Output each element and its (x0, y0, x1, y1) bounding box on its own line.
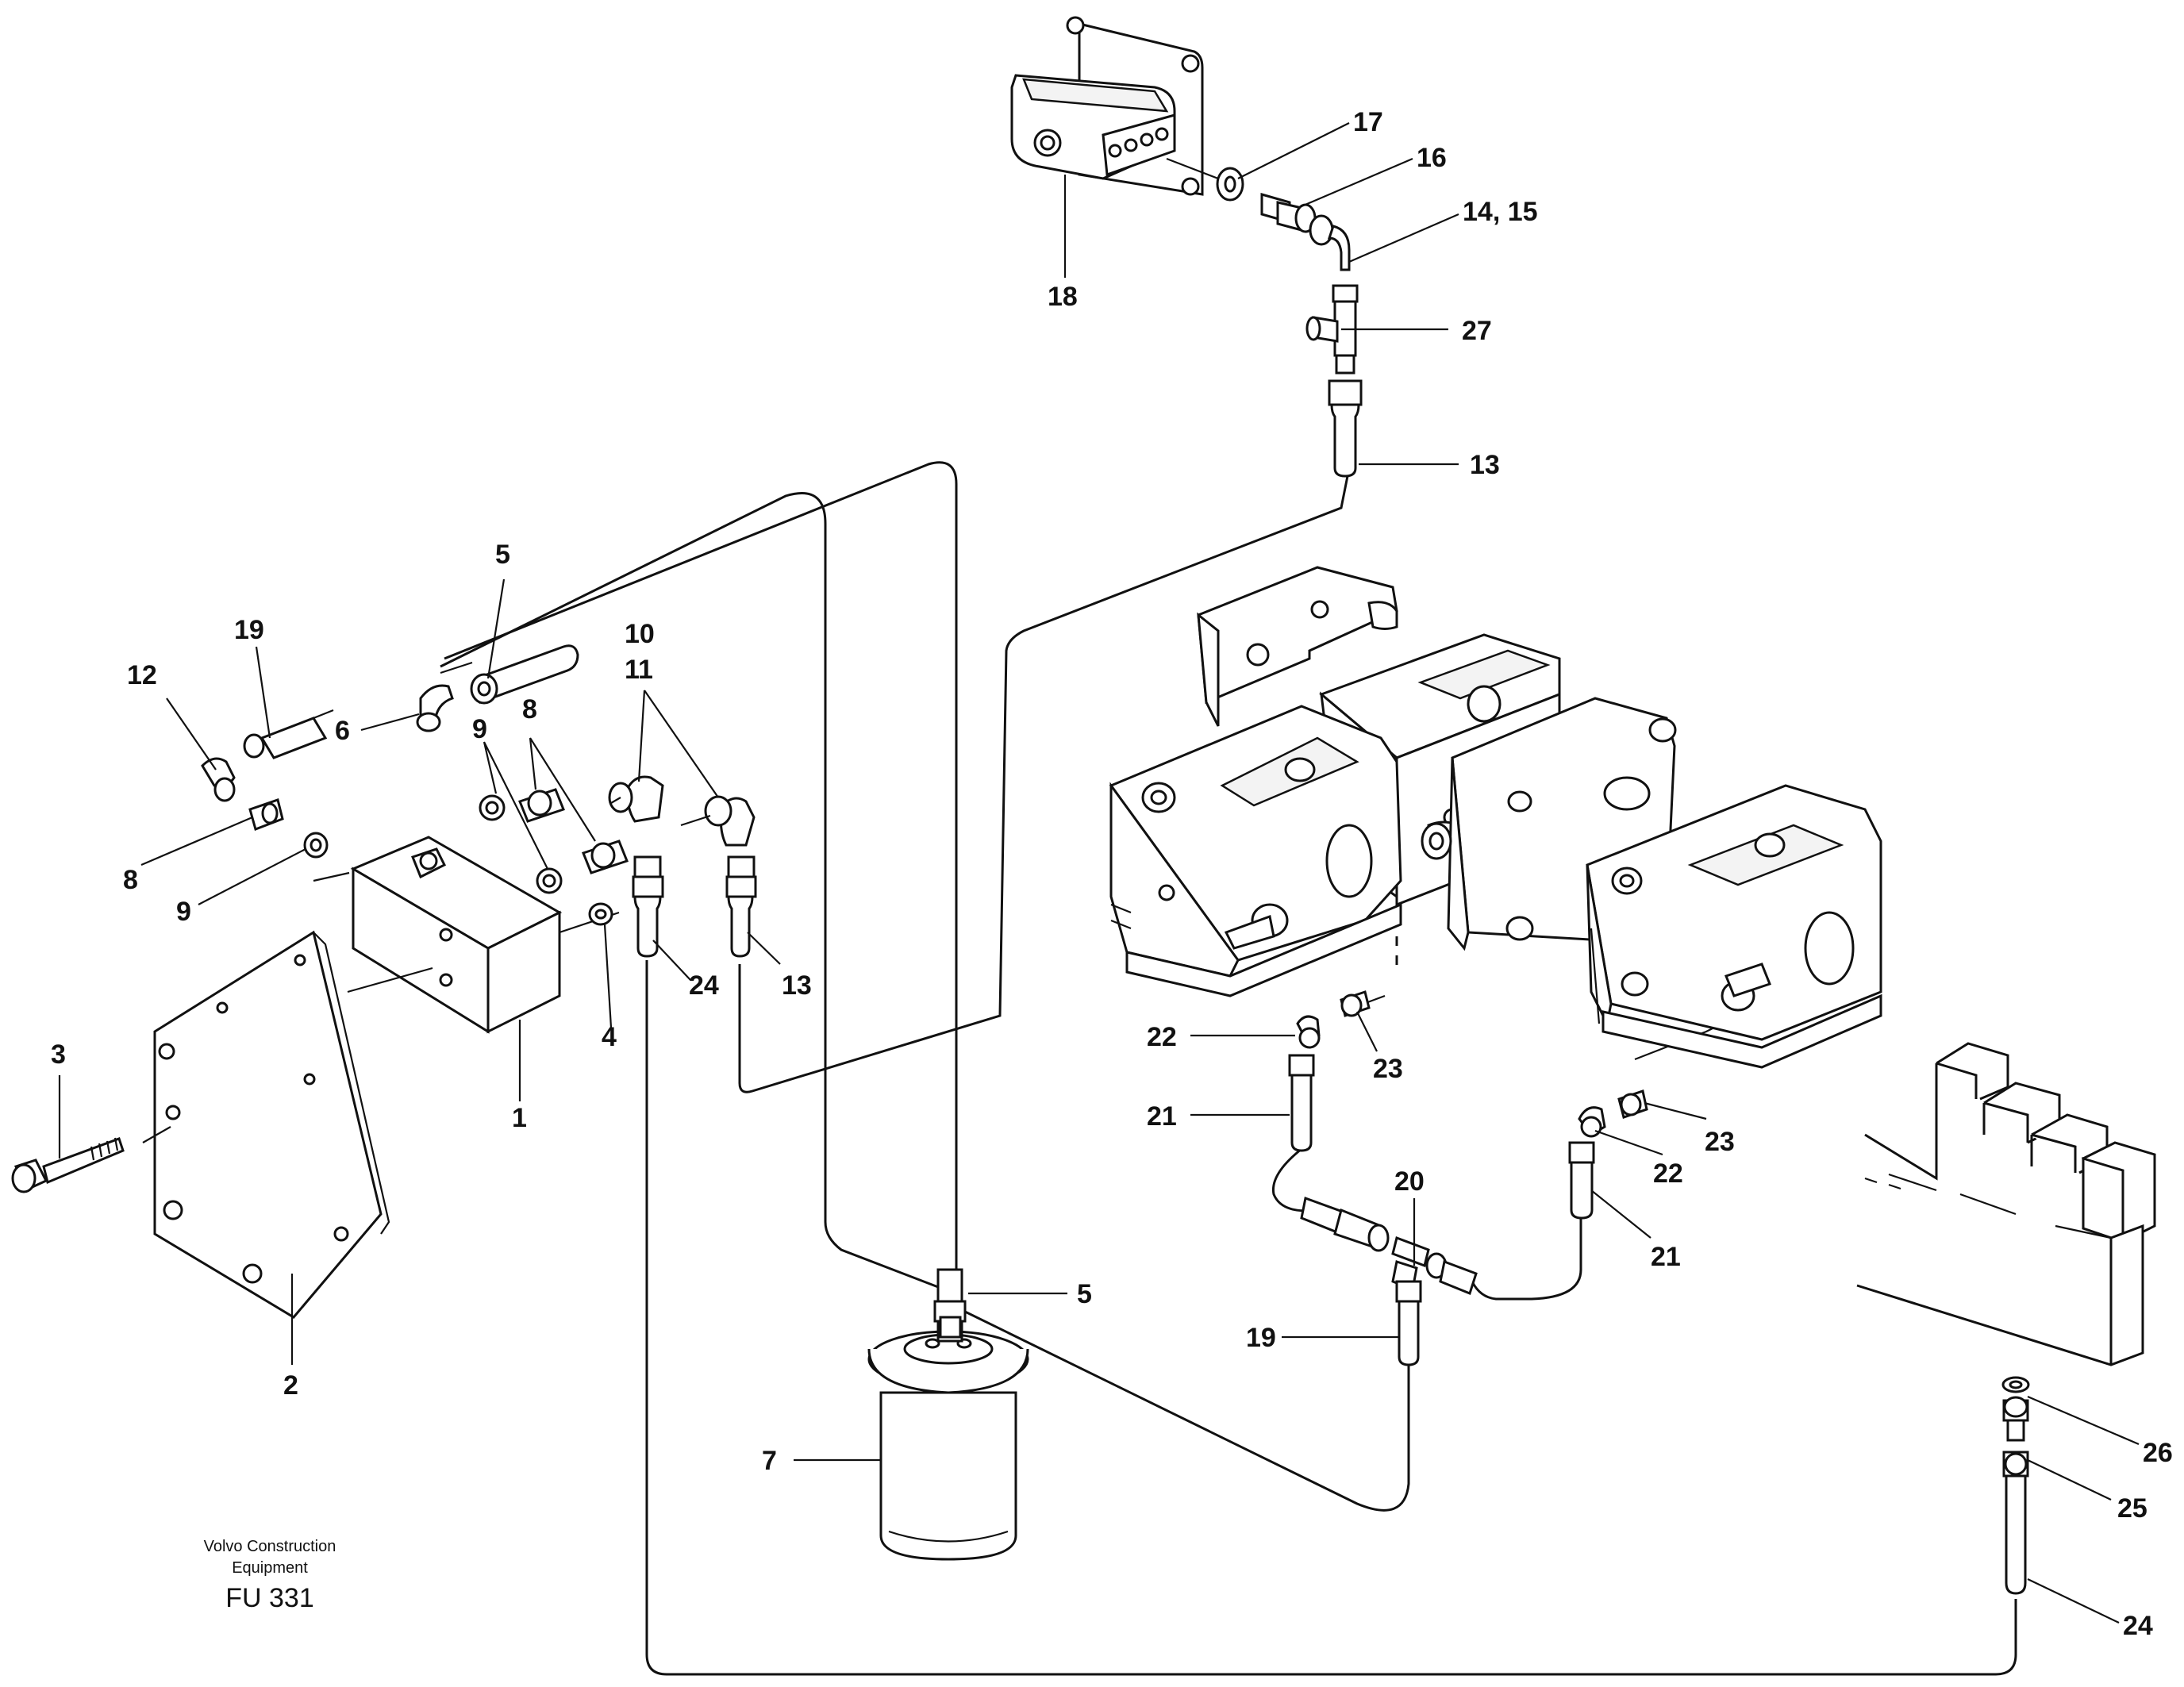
label-8-upper: 8 (522, 694, 537, 724)
label-19-left: 19 (234, 615, 264, 645)
label-2: 2 (283, 1370, 298, 1401)
label-21-left: 21 (1147, 1101, 1177, 1132)
label-5-filter: 5 (1077, 1279, 1092, 1309)
label-4: 4 (602, 1022, 617, 1052)
label-27: 27 (1462, 316, 1492, 346)
label-9-lower: 9 (176, 897, 191, 927)
pump-fittings (1288, 990, 1648, 1366)
label-22-left: 22 (1147, 1022, 1177, 1052)
maker-line-1: Volvo Construction (204, 1538, 336, 1555)
mounting-plate-part-2 (142, 930, 390, 1319)
bolt-part-3 (11, 1137, 125, 1193)
label-22-right: 22 (1653, 1159, 1683, 1189)
hose-13-link (738, 467, 1351, 1093)
label-11: 11 (625, 655, 653, 685)
label-1: 1 (512, 1103, 527, 1133)
leader-lines (58, 122, 2140, 1624)
label-24-right: 24 (2123, 1611, 2153, 1641)
label-12: 12 (127, 660, 157, 690)
hose-24-loop (645, 960, 2017, 1676)
fitting-chain-top (1216, 167, 1363, 478)
label-7: 7 (762, 1446, 777, 1476)
filter-part-7 (867, 1268, 1029, 1561)
label-13-left: 13 (782, 970, 812, 1001)
hose-lines (440, 461, 2017, 1676)
label-20: 20 (1394, 1166, 1425, 1197)
maker-line-2: Equipment (232, 1559, 308, 1577)
label-14-15: 14, 15 (1463, 197, 1538, 227)
label-10: 10 (625, 619, 655, 649)
washer-part-4 (588, 902, 613, 926)
label-13-top: 13 (1470, 450, 1500, 480)
label-24-left: 24 (689, 970, 719, 1001)
label-3: 3 (51, 1039, 66, 1070)
callout-labels: 17 16 14, 15 18 27 13 5 19 10 11 12 6 9 … (51, 107, 2173, 1641)
pump-assembly (1109, 566, 1882, 1069)
label-25: 25 (2117, 1493, 2147, 1524)
label-23-right: 23 (1705, 1127, 1735, 1157)
label-6: 6 (335, 716, 350, 746)
footer-block: Volvo Construction Equipment FU 331 (204, 1538, 336, 1613)
valve-part-18 (1010, 16, 1219, 196)
hose-5-filter (444, 461, 958, 1270)
label-9-upper: 9 (472, 714, 487, 744)
figure-code: FU 331 (225, 1583, 314, 1613)
label-8-lower: 8 (123, 865, 138, 895)
label-23-left: 23 (1373, 1054, 1403, 1084)
label-18: 18 (1048, 282, 1078, 312)
label-19-lower: 19 (1246, 1323, 1276, 1353)
label-17: 17 (1353, 107, 1383, 137)
left-fittings (201, 644, 757, 958)
label-5-top: 5 (495, 540, 510, 570)
label-16: 16 (1417, 143, 1447, 173)
valve-bank (1856, 1042, 2156, 1595)
hose-6-filter (440, 492, 945, 1291)
hose-21-20 (1271, 1147, 1318, 1212)
hose-filter-19 (959, 1308, 1410, 1512)
valve-block-part-1 (313, 836, 620, 1034)
hose-21b-20 (1471, 1214, 1582, 1301)
label-26: 26 (2143, 1438, 2173, 1468)
label-21-right: 21 (1651, 1242, 1681, 1272)
